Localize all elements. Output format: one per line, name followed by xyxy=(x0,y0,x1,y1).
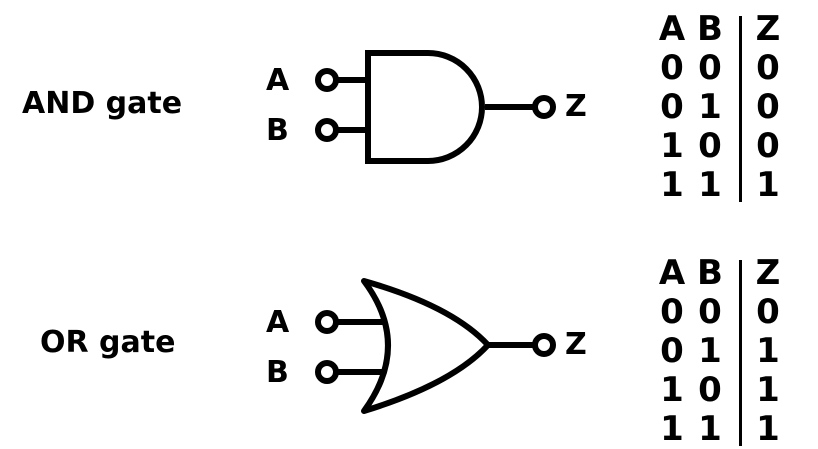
or-gate-title: OR gate xyxy=(40,325,176,360)
table-cell-a: 1 xyxy=(660,165,684,205)
table-row: 0 1 0 xyxy=(652,88,792,127)
and-output-label: Z xyxy=(565,89,587,124)
and-header-z: Z xyxy=(755,9,781,49)
table-cell-a: 0 xyxy=(660,48,684,88)
table-cell-b: 0 xyxy=(698,126,722,166)
and-input-a-terminal xyxy=(315,68,339,92)
table-cell-z: 1 xyxy=(756,331,780,371)
table-row: 1 0 1 xyxy=(652,371,792,410)
and-gate-symbol xyxy=(315,50,556,164)
table-cell-z: 1 xyxy=(756,409,780,449)
table-cell-a: 0 xyxy=(660,87,684,127)
or-input-a-label: A xyxy=(266,305,290,340)
table-row: 1 1 1 xyxy=(652,166,792,205)
or-gate-body xyxy=(361,278,491,414)
table-row: 1 0 0 xyxy=(652,127,792,166)
or-input-b-terminal xyxy=(315,360,339,384)
and-header-b: B xyxy=(697,9,723,49)
table-cell-a: 0 xyxy=(660,331,684,371)
and-input-b-label: B xyxy=(266,113,289,148)
and-gate-body xyxy=(365,50,485,164)
and-table-header: A B Z xyxy=(652,10,792,49)
table-cell-z: 0 xyxy=(756,48,780,88)
table-cell-z: 1 xyxy=(756,165,780,205)
table-row: 1 1 1 xyxy=(652,410,792,449)
table-cell-z: 0 xyxy=(756,126,780,166)
or-input-a-terminal xyxy=(315,310,339,334)
table-cell-b: 0 xyxy=(698,48,722,88)
or-output-terminal xyxy=(532,333,556,357)
table-cell-b: 1 xyxy=(698,331,722,371)
or-truth-table: A B Z 0 0 0 0 1 1 1 0 1 1 1 1 xyxy=(652,254,792,449)
or-input-b-label: B xyxy=(266,355,289,390)
table-cell-a: 1 xyxy=(660,126,684,166)
or-header-a: A xyxy=(658,253,686,293)
or-table-divider xyxy=(739,260,742,446)
table-cell-a: 0 xyxy=(660,292,684,332)
table-cell-b: 1 xyxy=(698,87,722,127)
or-header-z: Z xyxy=(755,253,781,293)
and-gate-section: AND gate A B Z A B Z 0 0 0 0 1 0 xyxy=(0,0,818,224)
table-cell-b: 1 xyxy=(698,165,722,205)
or-output-label: Z xyxy=(565,327,587,362)
or-table-header: A B Z xyxy=(652,254,792,293)
and-input-a-label: A xyxy=(266,63,290,98)
table-cell-a: 1 xyxy=(660,409,684,449)
table-cell-b: 0 xyxy=(698,370,722,410)
table-row: 0 0 0 xyxy=(652,293,792,332)
table-cell-b: 0 xyxy=(698,292,722,332)
and-table-divider xyxy=(739,16,742,202)
or-gate-section: OR gate A B Z A B Z 0 0 0 0 1 1 xyxy=(0,224,818,449)
or-header-b: B xyxy=(697,253,723,293)
table-row: 0 1 1 xyxy=(652,332,792,371)
and-header-a: A xyxy=(658,9,686,49)
table-cell-z: 0 xyxy=(756,87,780,127)
table-cell-b: 1 xyxy=(698,409,722,449)
and-input-b-terminal xyxy=(315,118,339,142)
table-cell-a: 1 xyxy=(660,370,684,410)
or-gate-symbol xyxy=(315,278,556,414)
and-truth-table: A B Z 0 0 0 0 1 0 1 0 0 1 1 1 xyxy=(652,10,792,205)
and-gate-title: AND gate xyxy=(22,86,183,121)
and-output-terminal xyxy=(532,95,556,119)
table-row: 0 0 0 xyxy=(652,49,792,88)
table-cell-z: 0 xyxy=(756,292,780,332)
table-cell-z: 1 xyxy=(756,370,780,410)
